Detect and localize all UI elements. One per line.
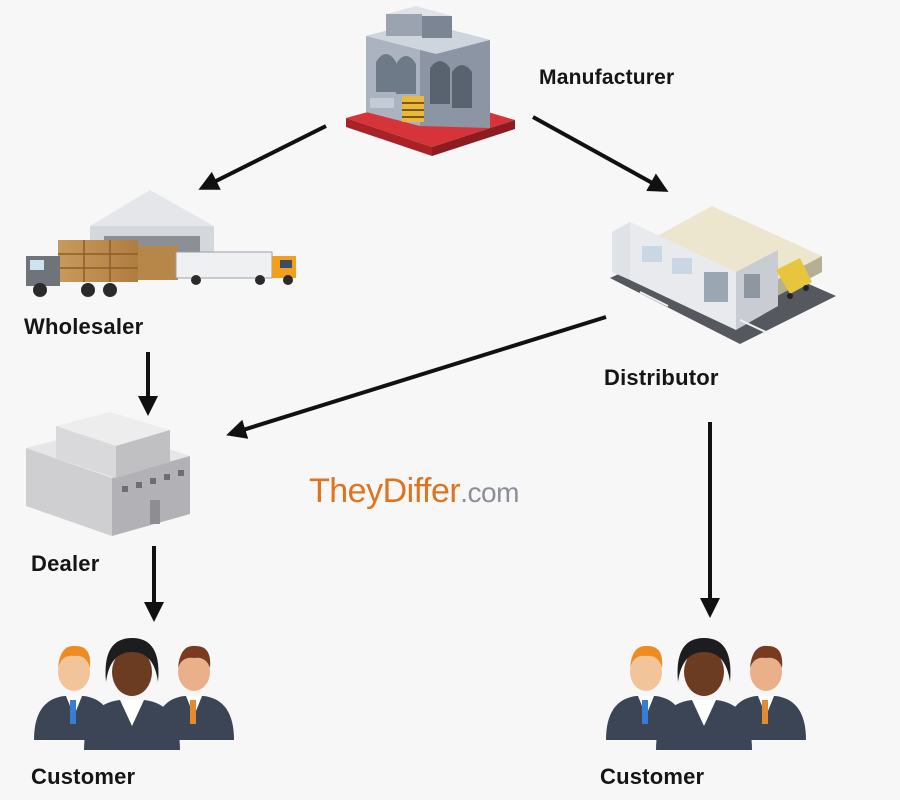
node-label-dealer: Dealer [31, 551, 100, 576]
edge-manufacturer-distributor [532, 115, 669, 192]
node-label-manufacturer: Manufacturer [539, 66, 675, 89]
node-label-wholesaler: Wholesaler [24, 314, 144, 339]
customer-group-icon [606, 638, 806, 750]
edge-distributor-dealer [226, 315, 607, 439]
watermark-tld: .com [460, 477, 519, 508]
factory-icon [346, 6, 515, 156]
watermark-brand: TheyDiffer [309, 472, 461, 510]
node-label-customer-left: Customer [31, 764, 136, 789]
edge-manufacturer-wholesaler [198, 124, 327, 190]
watermark: TheyDiffer.com [309, 472, 519, 511]
node-label-customer-right: Customer [600, 764, 705, 789]
distribution-center-icon [610, 206, 836, 344]
dealer-building-icon [26, 412, 190, 536]
customer-group-icon [34, 638, 234, 750]
warehouse-truck-icon [26, 190, 296, 297]
node-label-distributor: Distributor [604, 365, 719, 390]
